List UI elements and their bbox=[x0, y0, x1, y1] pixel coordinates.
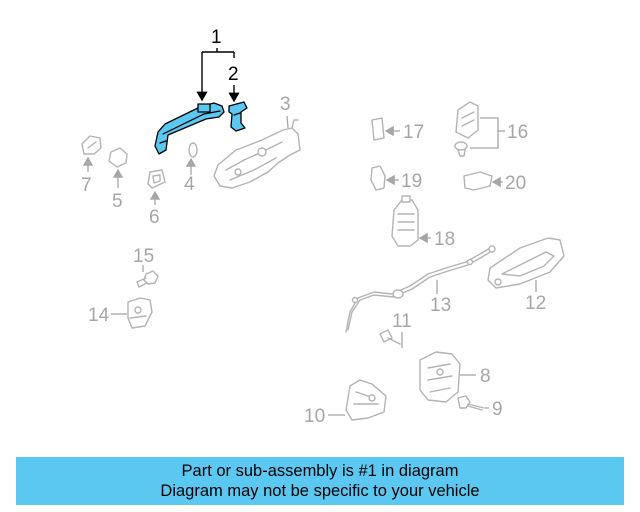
svg-text:20: 20 bbox=[505, 173, 526, 194]
part-13-cable[interactable] bbox=[345, 245, 496, 333]
part-5-cap[interactable] bbox=[108, 147, 128, 168]
svg-text:7: 7 bbox=[81, 175, 92, 196]
part-3-latch-housing[interactable] bbox=[213, 119, 301, 189]
callout-4: 4 bbox=[184, 157, 197, 195]
part-4-clip[interactable] bbox=[188, 142, 198, 158]
part-15-bolt[interactable] bbox=[136, 270, 159, 288]
callout-2: 2 bbox=[228, 64, 240, 103]
part-8-lock-actuator[interactable] bbox=[419, 351, 461, 403]
callout-14: 14 bbox=[88, 305, 127, 326]
part-7-cylinder-cover[interactable] bbox=[81, 135, 102, 155]
callout-7: 7 bbox=[81, 156, 94, 196]
svg-text:12: 12 bbox=[525, 293, 546, 314]
callout-5: 5 bbox=[112, 168, 124, 212]
callout-10: 10 bbox=[304, 406, 345, 427]
part-9-screw[interactable] bbox=[457, 395, 485, 411]
part-20-molding[interactable] bbox=[463, 171, 493, 191]
svg-text:18: 18 bbox=[434, 229, 455, 250]
svg-text:6: 6 bbox=[149, 207, 160, 228]
callout-8: 8 bbox=[460, 366, 491, 387]
svg-text:8: 8 bbox=[480, 366, 491, 387]
callout-3: 3 bbox=[280, 94, 291, 129]
callout-16: 16 bbox=[470, 117, 528, 149]
callout-12: 12 bbox=[525, 280, 546, 314]
part-19-pad[interactable] bbox=[370, 165, 386, 191]
callout-15: 15 bbox=[133, 246, 154, 272]
parts-diagram: 1 2 3 4 5 6 bbox=[81, 27, 565, 427]
svg-text:19: 19 bbox=[401, 171, 422, 192]
svg-text:5: 5 bbox=[112, 191, 123, 212]
info-banner: Part or sub-assembly is #1 in diagram Di… bbox=[16, 457, 624, 505]
svg-text:2: 2 bbox=[228, 64, 239, 85]
svg-text:11: 11 bbox=[392, 311, 412, 332]
svg-text:10: 10 bbox=[304, 406, 325, 427]
svg-text:17: 17 bbox=[403, 122, 424, 143]
svg-text:16: 16 bbox=[507, 122, 528, 143]
part-11-clip[interactable] bbox=[379, 329, 401, 345]
svg-text:13: 13 bbox=[430, 295, 451, 316]
banner-line-2: Diagram may not be specific to your vehi… bbox=[160, 482, 480, 500]
svg-text:4: 4 bbox=[184, 174, 195, 195]
svg-text:3: 3 bbox=[280, 94, 291, 115]
callout-13: 13 bbox=[430, 280, 451, 316]
banner-line-1: Part or sub-assembly is #1 in diagram bbox=[181, 462, 459, 480]
callout-20: 20 bbox=[491, 173, 526, 194]
callout-19: 19 bbox=[385, 171, 422, 192]
part-10-lock-bracket[interactable] bbox=[345, 379, 387, 421]
part-2-handle-bracket[interactable] bbox=[228, 101, 248, 132]
svg-text:15: 15 bbox=[133, 246, 154, 267]
part-12-inside-handle[interactable] bbox=[487, 237, 565, 289]
callout-11: 11 bbox=[392, 311, 412, 348]
part-17-plate[interactable] bbox=[371, 117, 385, 141]
callout-18: 18 bbox=[418, 229, 455, 250]
svg-text:9: 9 bbox=[492, 399, 503, 420]
callout-17: 17 bbox=[384, 122, 424, 143]
callout-6: 6 bbox=[149, 190, 161, 228]
callout-9: 9 bbox=[485, 399, 503, 420]
part-18-actuator[interactable] bbox=[391, 195, 419, 247]
part-6-gasket[interactable] bbox=[147, 169, 166, 189]
svg-text:14: 14 bbox=[88, 305, 110, 326]
svg-text:1: 1 bbox=[211, 27, 222, 48]
part-14-bracket[interactable] bbox=[127, 297, 153, 329]
part-16-hinge[interactable] bbox=[454, 101, 479, 157]
callout-1: 1 bbox=[202, 27, 235, 100]
